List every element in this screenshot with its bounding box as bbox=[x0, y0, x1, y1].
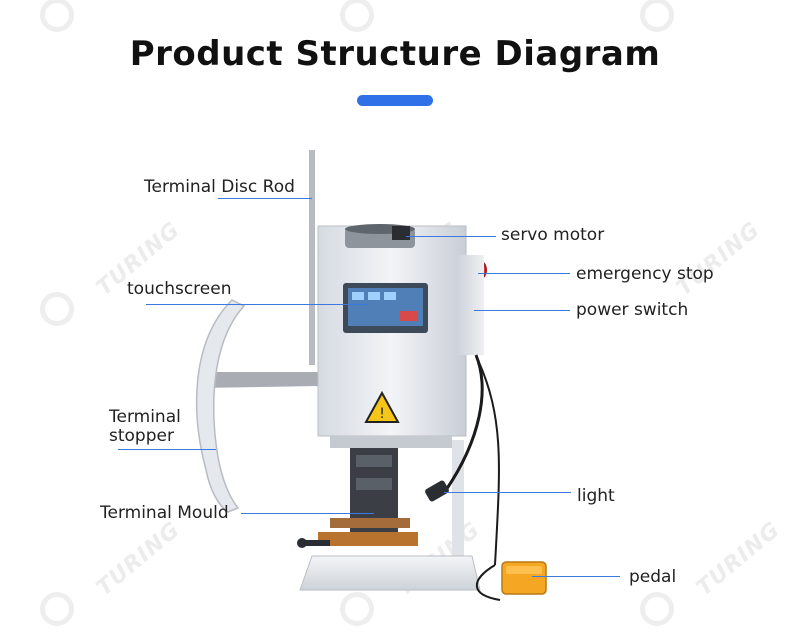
page-title: Product Structure Diagram bbox=[129, 34, 661, 74]
watermark-logo-icon bbox=[640, 592, 674, 626]
svg-text:!: ! bbox=[379, 406, 385, 422]
title-underline bbox=[357, 95, 433, 106]
light-icon bbox=[425, 480, 449, 502]
terminal-stopper bbox=[195, 299, 246, 513]
label-terminal-stopper-line2: stopper bbox=[109, 426, 174, 446]
watermark-logo-icon bbox=[340, 0, 374, 32]
leader-light bbox=[444, 492, 571, 493]
leader-pedal bbox=[532, 576, 620, 577]
label-power-switch: power switch bbox=[576, 300, 689, 320]
label-terminal-mould: Terminal Mould bbox=[100, 503, 229, 523]
label-light: light bbox=[577, 486, 615, 506]
leader-terminal-mould bbox=[241, 513, 374, 514]
label-touchscreen: touchscreen bbox=[127, 279, 232, 299]
watermark-logo-icon bbox=[40, 0, 74, 32]
leader-touchscreen bbox=[146, 304, 368, 305]
warning-sign-icon bbox=[364, 390, 400, 423]
watermark-logo-icon bbox=[40, 292, 74, 326]
label-emergency-stop: emergency stop bbox=[576, 264, 714, 284]
label-terminal-disc-rod: Terminal Disc Rod bbox=[144, 177, 295, 197]
label-pedal: pedal bbox=[629, 567, 677, 587]
leader-servo-motor bbox=[406, 236, 496, 237]
leader-emergency-stop bbox=[478, 273, 570, 274]
machine-base bbox=[299, 555, 481, 591]
label-servo-motor: servo motor bbox=[501, 225, 605, 245]
label-terminal-stopper-line1: Terminal bbox=[109, 407, 181, 427]
terminal-disc-rod bbox=[309, 150, 315, 365]
stopper-arm bbox=[200, 372, 318, 388]
watermark-logo-icon bbox=[40, 592, 74, 626]
watermark-logo-icon bbox=[640, 0, 674, 32]
leader-terminal-disc-rod bbox=[218, 198, 312, 199]
leader-terminal-stopper bbox=[118, 449, 216, 450]
light-cable bbox=[444, 354, 484, 491]
watermark-logo-icon bbox=[340, 592, 374, 626]
leader-power-switch bbox=[474, 310, 570, 311]
